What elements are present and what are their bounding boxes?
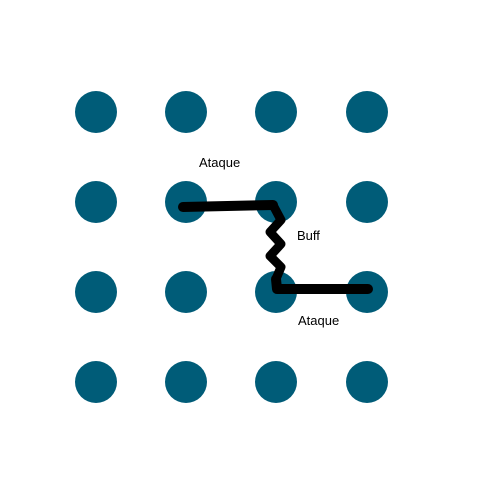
grid-dot-r4-c2 [165,361,207,403]
grid-dot-r4-c1 [75,361,117,403]
grid-dot-r3-c1 [75,271,117,313]
buff-zigzag [265,200,286,284]
grid-dot-r1-c4 [346,91,388,133]
grid-dot-r4-c3 [255,361,297,403]
grid-dot-r2-c4 [346,181,388,223]
ability-path [178,200,373,294]
grid-dot-r2-c1 [75,181,117,223]
grid-dot-r1-c2 [165,91,207,133]
grid-dot-r4-c4 [346,361,388,403]
attack-segment-2 [271,274,373,294]
label-buff: Buff [297,228,320,243]
attack-segment-1 [178,200,278,212]
grid-dot-r3-c2 [165,271,207,313]
label-attack-bottom: Ataque [298,313,340,328]
grid-dot-r1-c1 [75,91,117,133]
grid-dots [75,91,388,403]
grid-dot-r1-c3 [255,91,297,133]
label-attack-top: Ataque [199,155,241,170]
